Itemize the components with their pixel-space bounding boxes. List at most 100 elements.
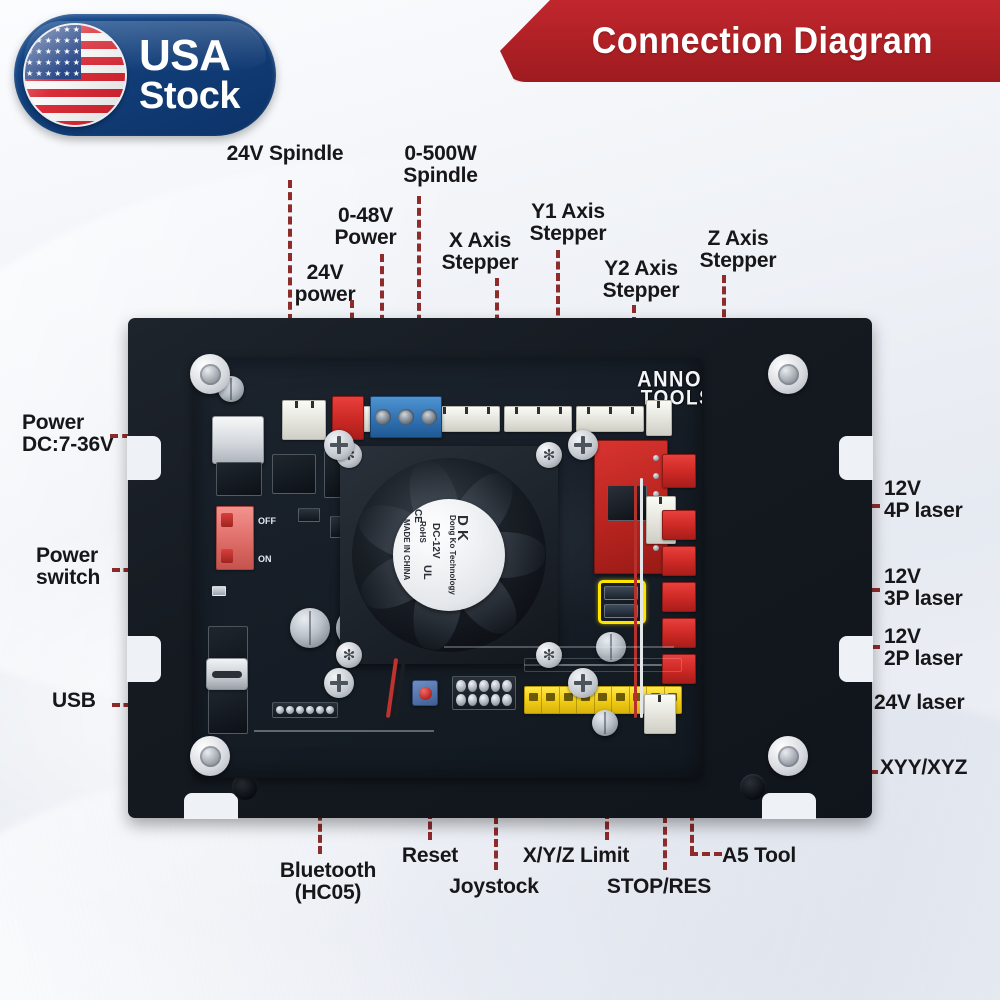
fan-hub-label: D K Dong Ko Technology DC-12V RoHS CE MA… bbox=[393, 499, 505, 611]
mounting-hole bbox=[232, 774, 258, 800]
fan-screw bbox=[536, 642, 562, 668]
leader-a5-tool bbox=[690, 852, 722, 856]
standoff bbox=[190, 354, 230, 394]
label-bluetooth: Bluetooth (HC05) bbox=[279, 859, 377, 905]
label-12v-3p-laser: 12V 3P laser bbox=[884, 565, 963, 611]
pcb-screw bbox=[568, 668, 598, 698]
plate-notch bbox=[127, 636, 161, 682]
label-power-switch: Power switch bbox=[36, 544, 101, 590]
terminal-block-0-48v-power[interactable] bbox=[370, 396, 442, 438]
mounting-hole bbox=[740, 774, 766, 800]
resistor bbox=[212, 586, 226, 596]
label-usb: USB bbox=[52, 689, 96, 712]
label-xyy-xyz: XYY/XYZ bbox=[880, 756, 968, 779]
connector-xyy-xyz[interactable] bbox=[644, 694, 676, 734]
fan-cert-ce: CE bbox=[412, 509, 423, 523]
fan-company: Dong Ko Technology bbox=[448, 515, 457, 595]
terminal-slot[interactable] bbox=[595, 687, 613, 713]
label-y1-axis-stepper: Y1 Axis Stepper bbox=[529, 200, 607, 246]
connector-12v-2p-laser[interactable] bbox=[662, 582, 696, 612]
usb-c-port[interactable] bbox=[206, 658, 248, 690]
label-x-axis-stepper: X Axis Stepper bbox=[441, 229, 519, 275]
fan-voltage: DC-12V bbox=[430, 523, 441, 559]
flag-canton: ★★ ★★ ★★ ★★ ★★ ★★ ★★ ★★ ★★ ★★ ★★ ★★ ★★ ★… bbox=[25, 25, 81, 79]
jumper[interactable] bbox=[604, 604, 638, 618]
leader-24v-spindle bbox=[288, 180, 292, 395]
connector-z-axis-stepper[interactable] bbox=[576, 406, 644, 432]
terminal-screw[interactable] bbox=[374, 409, 391, 425]
connector-12v-3p-laser-b[interactable] bbox=[662, 546, 696, 576]
label-xyz-limit: X/Y/Z Limit bbox=[522, 844, 630, 867]
fan-cert-ul: UL bbox=[421, 565, 433, 580]
plate-notch bbox=[839, 436, 873, 480]
connector-white-top-right[interactable] bbox=[646, 400, 672, 436]
label-0-500w-spindle: 0-500W Spindle bbox=[403, 142, 478, 188]
power-wire bbox=[634, 478, 637, 718]
label-24v-laser: 24V laser bbox=[874, 691, 965, 714]
usa-flag-icon: ★★ ★★ ★★ ★★ ★★ ★★ ★★ ★★ ★★ ★★ ★★ ★★ ★★ ★… bbox=[23, 23, 127, 127]
leader-joystock bbox=[494, 770, 498, 870]
switch-label-on: ON bbox=[258, 554, 272, 564]
label-24v-power: 24V power bbox=[294, 261, 356, 307]
flag-gloss bbox=[25, 25, 125, 125]
label-reset: Reset bbox=[401, 844, 459, 867]
label-24v-spindle: 24V Spindle bbox=[226, 142, 344, 165]
ic-chip bbox=[216, 462, 262, 496]
label-z-axis-stepper: Z Axis Stepper bbox=[699, 227, 777, 273]
terminal-screw[interactable] bbox=[397, 409, 414, 425]
label-12v-4p-laser: 12V 4P laser bbox=[884, 477, 963, 523]
leader-stop-res bbox=[663, 768, 667, 870]
switch-label-off: OFF bbox=[258, 516, 276, 526]
cooling-fan: D K Dong Ko Technology DC-12V RoHS CE MA… bbox=[336, 442, 562, 668]
terminal-slot[interactable] bbox=[542, 687, 560, 713]
terminal-slot[interactable] bbox=[525, 687, 543, 713]
fan-screw bbox=[536, 442, 562, 468]
pcb-screw bbox=[324, 668, 354, 698]
resistor bbox=[298, 508, 320, 522]
silkscreen-outline bbox=[524, 658, 682, 672]
label-stop-res: STOP/RES bbox=[606, 875, 712, 898]
logo-text-annoy: ANNOY bbox=[637, 367, 702, 393]
fan-screw bbox=[336, 642, 362, 668]
connector-12v-4p-laser[interactable] bbox=[662, 454, 696, 488]
label-power-dc: Power DC:7-36V bbox=[22, 411, 114, 457]
ic-chip bbox=[272, 454, 316, 494]
label-0-48v-power: 0-48V Power bbox=[334, 204, 397, 250]
connector-12v-3p-laser-a[interactable] bbox=[662, 510, 696, 540]
power-wire bbox=[640, 478, 643, 718]
standoff bbox=[768, 354, 808, 394]
connector-y2-axis-stepper[interactable] bbox=[504, 406, 572, 432]
fan-cert-rohs: RoHS bbox=[418, 521, 427, 543]
header-banner: Connection Diagram bbox=[500, 0, 1000, 82]
silkscreen-line bbox=[524, 664, 680, 666]
connector-24v-power[interactable] bbox=[282, 400, 326, 440]
leader-0-500w-spindle bbox=[417, 196, 421, 394]
usa-badge-text: USA Stock bbox=[139, 33, 240, 117]
terminal-slot[interactable] bbox=[612, 687, 630, 713]
connector-dc-power-jack[interactable] bbox=[212, 416, 264, 464]
power-switch[interactable] bbox=[216, 506, 254, 570]
reset-button[interactable] bbox=[412, 680, 438, 706]
connector-y1-axis-stepper[interactable] bbox=[432, 406, 500, 432]
page-title: Connection Diagram bbox=[591, 20, 933, 61]
plate-notch bbox=[839, 636, 873, 682]
terminal-screw[interactable] bbox=[421, 409, 438, 425]
voltage-regulator bbox=[208, 688, 248, 734]
capacitor bbox=[592, 710, 618, 736]
pcb: ANNOY TOOLS bbox=[194, 358, 702, 778]
label-a5-tool: A5 Tool bbox=[722, 844, 797, 867]
plate-notch bbox=[184, 793, 238, 819]
fan-bore: D K Dong Ko Technology DC-12V RoHS CE MA… bbox=[352, 458, 546, 652]
pcb-screw bbox=[568, 430, 598, 460]
jumper[interactable] bbox=[604, 586, 638, 600]
label-12v-2p-laser: 12V 2P laser bbox=[884, 625, 963, 671]
terminal-slot[interactable] bbox=[560, 687, 578, 713]
fan-origin: MADE IN CHINA bbox=[402, 519, 411, 581]
silkscreen-line bbox=[254, 730, 434, 732]
bluetooth-header-hc05[interactable] bbox=[272, 702, 338, 718]
capacitor bbox=[290, 608, 330, 648]
connector-24v-laser-a[interactable] bbox=[662, 618, 696, 648]
joystick-header[interactable] bbox=[452, 676, 516, 710]
connector-24v-laser-b[interactable] bbox=[662, 654, 696, 684]
